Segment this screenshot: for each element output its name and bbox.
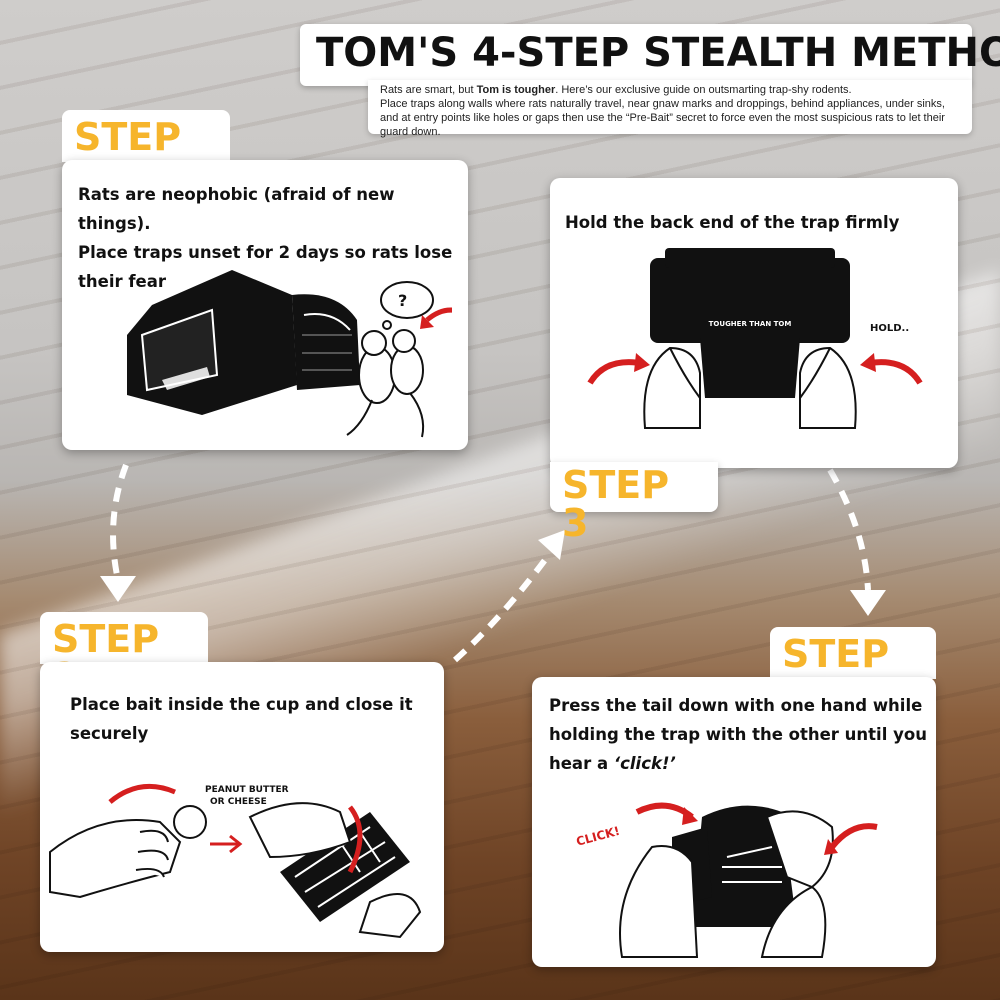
hands-illustration (619, 810, 834, 958)
trap-teeth (722, 846, 782, 883)
step-2-label: STEP 2 (40, 612, 208, 696)
step-1-label: STEP 1 (62, 110, 230, 194)
step-4-label: STEP 4 (770, 627, 936, 711)
bait-label-line-1: PEANUT BUTTER (205, 785, 289, 795)
trap-illustration (650, 248, 850, 398)
hands-holding-trap-illustration: TOUGHER THAN TOM HOLD.. (587, 248, 923, 429)
curved-red-arrow-icon (347, 805, 363, 874)
bait-cup-illustration: PEANUT BUTTER OR CHEESE (49, 783, 422, 939)
click-label: CLICK! (575, 824, 622, 849)
hold-label: HOLD.. (870, 323, 909, 334)
step-1-card: Rats are neophobic (afraid of new things… (62, 160, 468, 450)
title-banner: TOM'S 4-STEP STEALTH METHOD (300, 24, 1000, 86)
step-4-text: Press the tail down with one hand while … (549, 691, 927, 778)
step-2-text: Place bait inside the cup and close it s… (70, 695, 413, 743)
press-tail-illustration: CLICK! (575, 802, 878, 958)
red-right-arrow-icon (210, 834, 243, 854)
trap-brand-label: TOUGHER THAN TOM (709, 320, 792, 328)
curved-red-arrow-icon (869, 359, 923, 385)
trap-illustration (127, 270, 360, 415)
step-4-card: Press the tail down with one hand while … (532, 677, 936, 967)
dashed-arrow-icon (110, 463, 871, 663)
step-3-text: Hold the back end of the trap firmly (565, 213, 900, 232)
thought-bubble-icon: ? (380, 281, 434, 330)
intro-line-2: Place traps along walls where rats natur… (380, 98, 945, 138)
mouse-illustration (346, 329, 425, 438)
curved-red-arrow-icon (829, 823, 878, 849)
curved-red-arrow-icon (587, 359, 641, 385)
intro-line-1: Rats are smart, but Tom is tougher. Here… (380, 84, 852, 96)
step-3-label: STEP 3 (550, 462, 718, 542)
hand-holding-cup (49, 805, 207, 899)
curved-red-arrow-icon (425, 307, 452, 322)
trap-and-mouse-illustration: ? (127, 270, 452, 438)
bait-label-line-2: OR CHEESE (210, 797, 267, 807)
step-3-card: Hold the back end of the trap firmly TOU… (550, 178, 958, 468)
svg-text:?: ? (398, 291, 407, 310)
step-4-last-line: hear a ‘click!’ (549, 754, 676, 773)
hands-illustration (643, 346, 857, 429)
step-2-card: Place bait inside the cup and close it s… (40, 662, 444, 952)
dashed-arrow-heads (100, 530, 886, 616)
intro-bold-phrase: Tom is tougher (476, 84, 556, 96)
step-1-text: Rats are neophobic (afraid of new things… (78, 185, 453, 291)
intro-description: Rats are smart, but Tom is tougher. Here… (368, 80, 972, 138)
page-title: TOM'S 4-STEP STEALTH METHOD (316, 30, 1000, 76)
trap-with-bait-cup (248, 802, 422, 939)
curved-red-arrow-icon (108, 783, 176, 804)
